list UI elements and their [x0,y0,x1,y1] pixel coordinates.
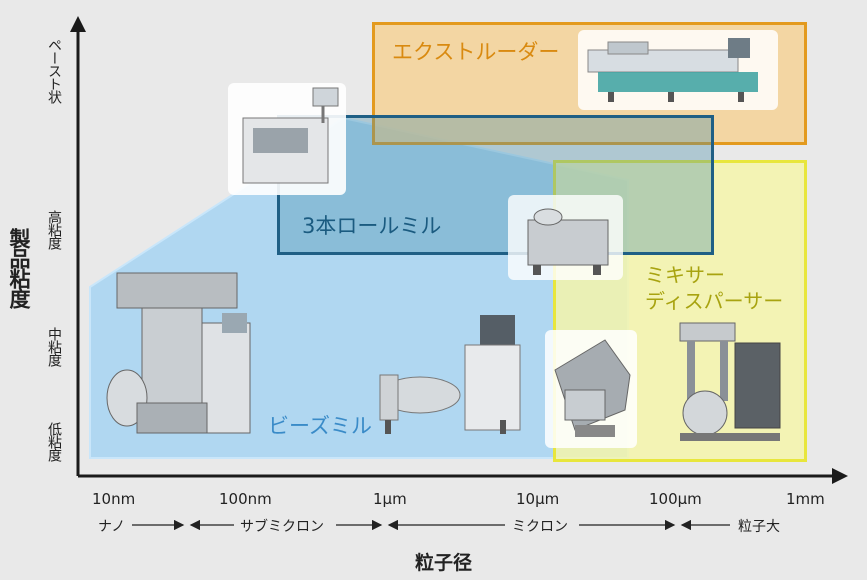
extruder-machine [578,30,778,110]
x-tick-10um: 10μm [516,490,560,508]
mixer-label-line1: ミキサー [645,263,725,287]
x-tick-100nm: 100nm [219,490,272,508]
x-axis-title: 粒子径 [415,552,473,574]
x-range-micron: ミクロン [512,519,568,535]
x-range-nano: ナノ [98,519,126,535]
bead-mill-large [106,272,251,434]
disperser-machine [545,330,637,448]
planetary-mixer-machine [679,322,781,441]
three-roll-mill-machine [508,195,623,280]
y-axis-title: 製品粘度 [7,228,31,308]
three-roll-mill-label: 3本ロールミル [302,214,442,238]
y-level-mid: 中粘度 [46,327,62,366]
y-level-low: 低粘度 [46,422,62,461]
dissolver-machine [228,83,346,195]
y-level-high: 高粘度 [46,210,62,249]
extruder-label: エクストルーダー [392,40,560,64]
x-range-large: 粒子大 [738,519,780,535]
x-tick-100um: 100μm [649,490,702,508]
x-tick-10nm: 10nm [92,490,136,508]
x-range-submicron: サブミクロン [240,519,324,535]
bead-mill-label: ビーズミル [268,414,372,438]
bead-mill-horizontal [379,315,521,434]
x-tick-1mm: 1mm [786,490,825,508]
three-roll-mill-region [277,115,714,255]
mixer-label-line2: ディスパーサー [645,289,784,313]
x-tick-1um: 1μm [373,490,407,508]
y-level-paste: ペースト状 [46,38,62,103]
